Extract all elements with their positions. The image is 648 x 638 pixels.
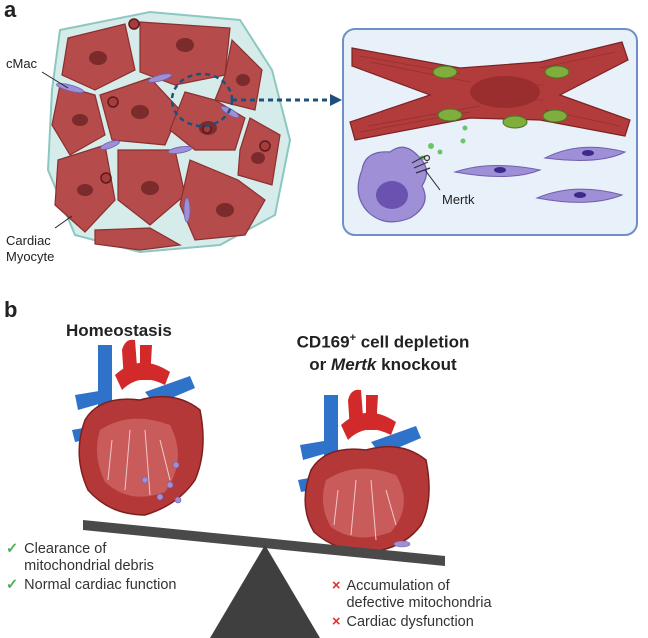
macrophage xyxy=(357,146,441,223)
list-item: × Cardiac dysfunction xyxy=(332,614,492,631)
left-item-2-line1: Normal cardiac function xyxy=(24,577,177,593)
title-depletion-line2: or Mertk knockout xyxy=(272,354,494,376)
cross-icon: × xyxy=(332,578,341,594)
panel-letter-a: a xyxy=(4,0,17,22)
title-depletion: CD169+ cell depletion or Mertk knockout xyxy=(272,327,494,376)
title-or: or xyxy=(309,354,332,374)
right-item-1-line2: defective mitochondria xyxy=(346,595,492,611)
label-myocyte: Myocyte xyxy=(6,249,55,264)
title-cd169-sup: + xyxy=(349,332,356,344)
mertk-receptor xyxy=(411,154,431,174)
right-item-1-line1: Accumulation of xyxy=(346,578,450,594)
mertk-leader xyxy=(424,169,441,191)
mitochondria xyxy=(432,65,570,129)
heart-macrophages xyxy=(141,461,182,504)
label-mertk: Mertk xyxy=(442,192,475,207)
label-cardiac: Cardiac xyxy=(6,233,51,248)
check-icon: ✓ xyxy=(6,541,19,557)
title-cd169: CD169 xyxy=(296,332,350,352)
cross-icon: × xyxy=(332,614,341,630)
seesaw-fulcrum xyxy=(210,545,320,638)
stromal-nuclei xyxy=(494,150,594,198)
title-mertk-italic: Mertk xyxy=(331,354,377,374)
heart-homeostasis xyxy=(72,339,204,516)
title-homeostasis: Homeostasis xyxy=(66,321,172,340)
title-cell-depletion: cell depletion xyxy=(356,332,470,352)
panel-letter-b: b xyxy=(4,297,18,322)
zoom-arrow-head xyxy=(330,94,342,106)
seesaw-beam xyxy=(83,520,445,566)
right-item-2-line1: Cardiac dysfunction xyxy=(346,614,474,630)
capillaries xyxy=(100,18,271,184)
heart-depletion xyxy=(298,389,430,553)
zoom-box xyxy=(342,28,638,236)
myocyte-leader xyxy=(54,215,73,229)
title-depletion-line1: CD169+ cell depletion xyxy=(272,327,494,354)
cmac-leader xyxy=(41,71,69,89)
left-item-1-line1: Clearance of xyxy=(24,541,107,557)
check-icon: ✓ xyxy=(6,577,19,593)
lone-macrophage xyxy=(393,540,411,548)
tissue-cross-section xyxy=(41,10,342,254)
label-cmac: cMac xyxy=(6,56,38,71)
title-knockout: knockout xyxy=(376,354,457,374)
mitochondrial-debris xyxy=(419,125,468,161)
myocyte-nuclei xyxy=(72,38,265,217)
left-item-1-line2: mitochondrial debris xyxy=(24,558,154,574)
list-item: ✓ Normal cardiac function xyxy=(6,577,176,594)
